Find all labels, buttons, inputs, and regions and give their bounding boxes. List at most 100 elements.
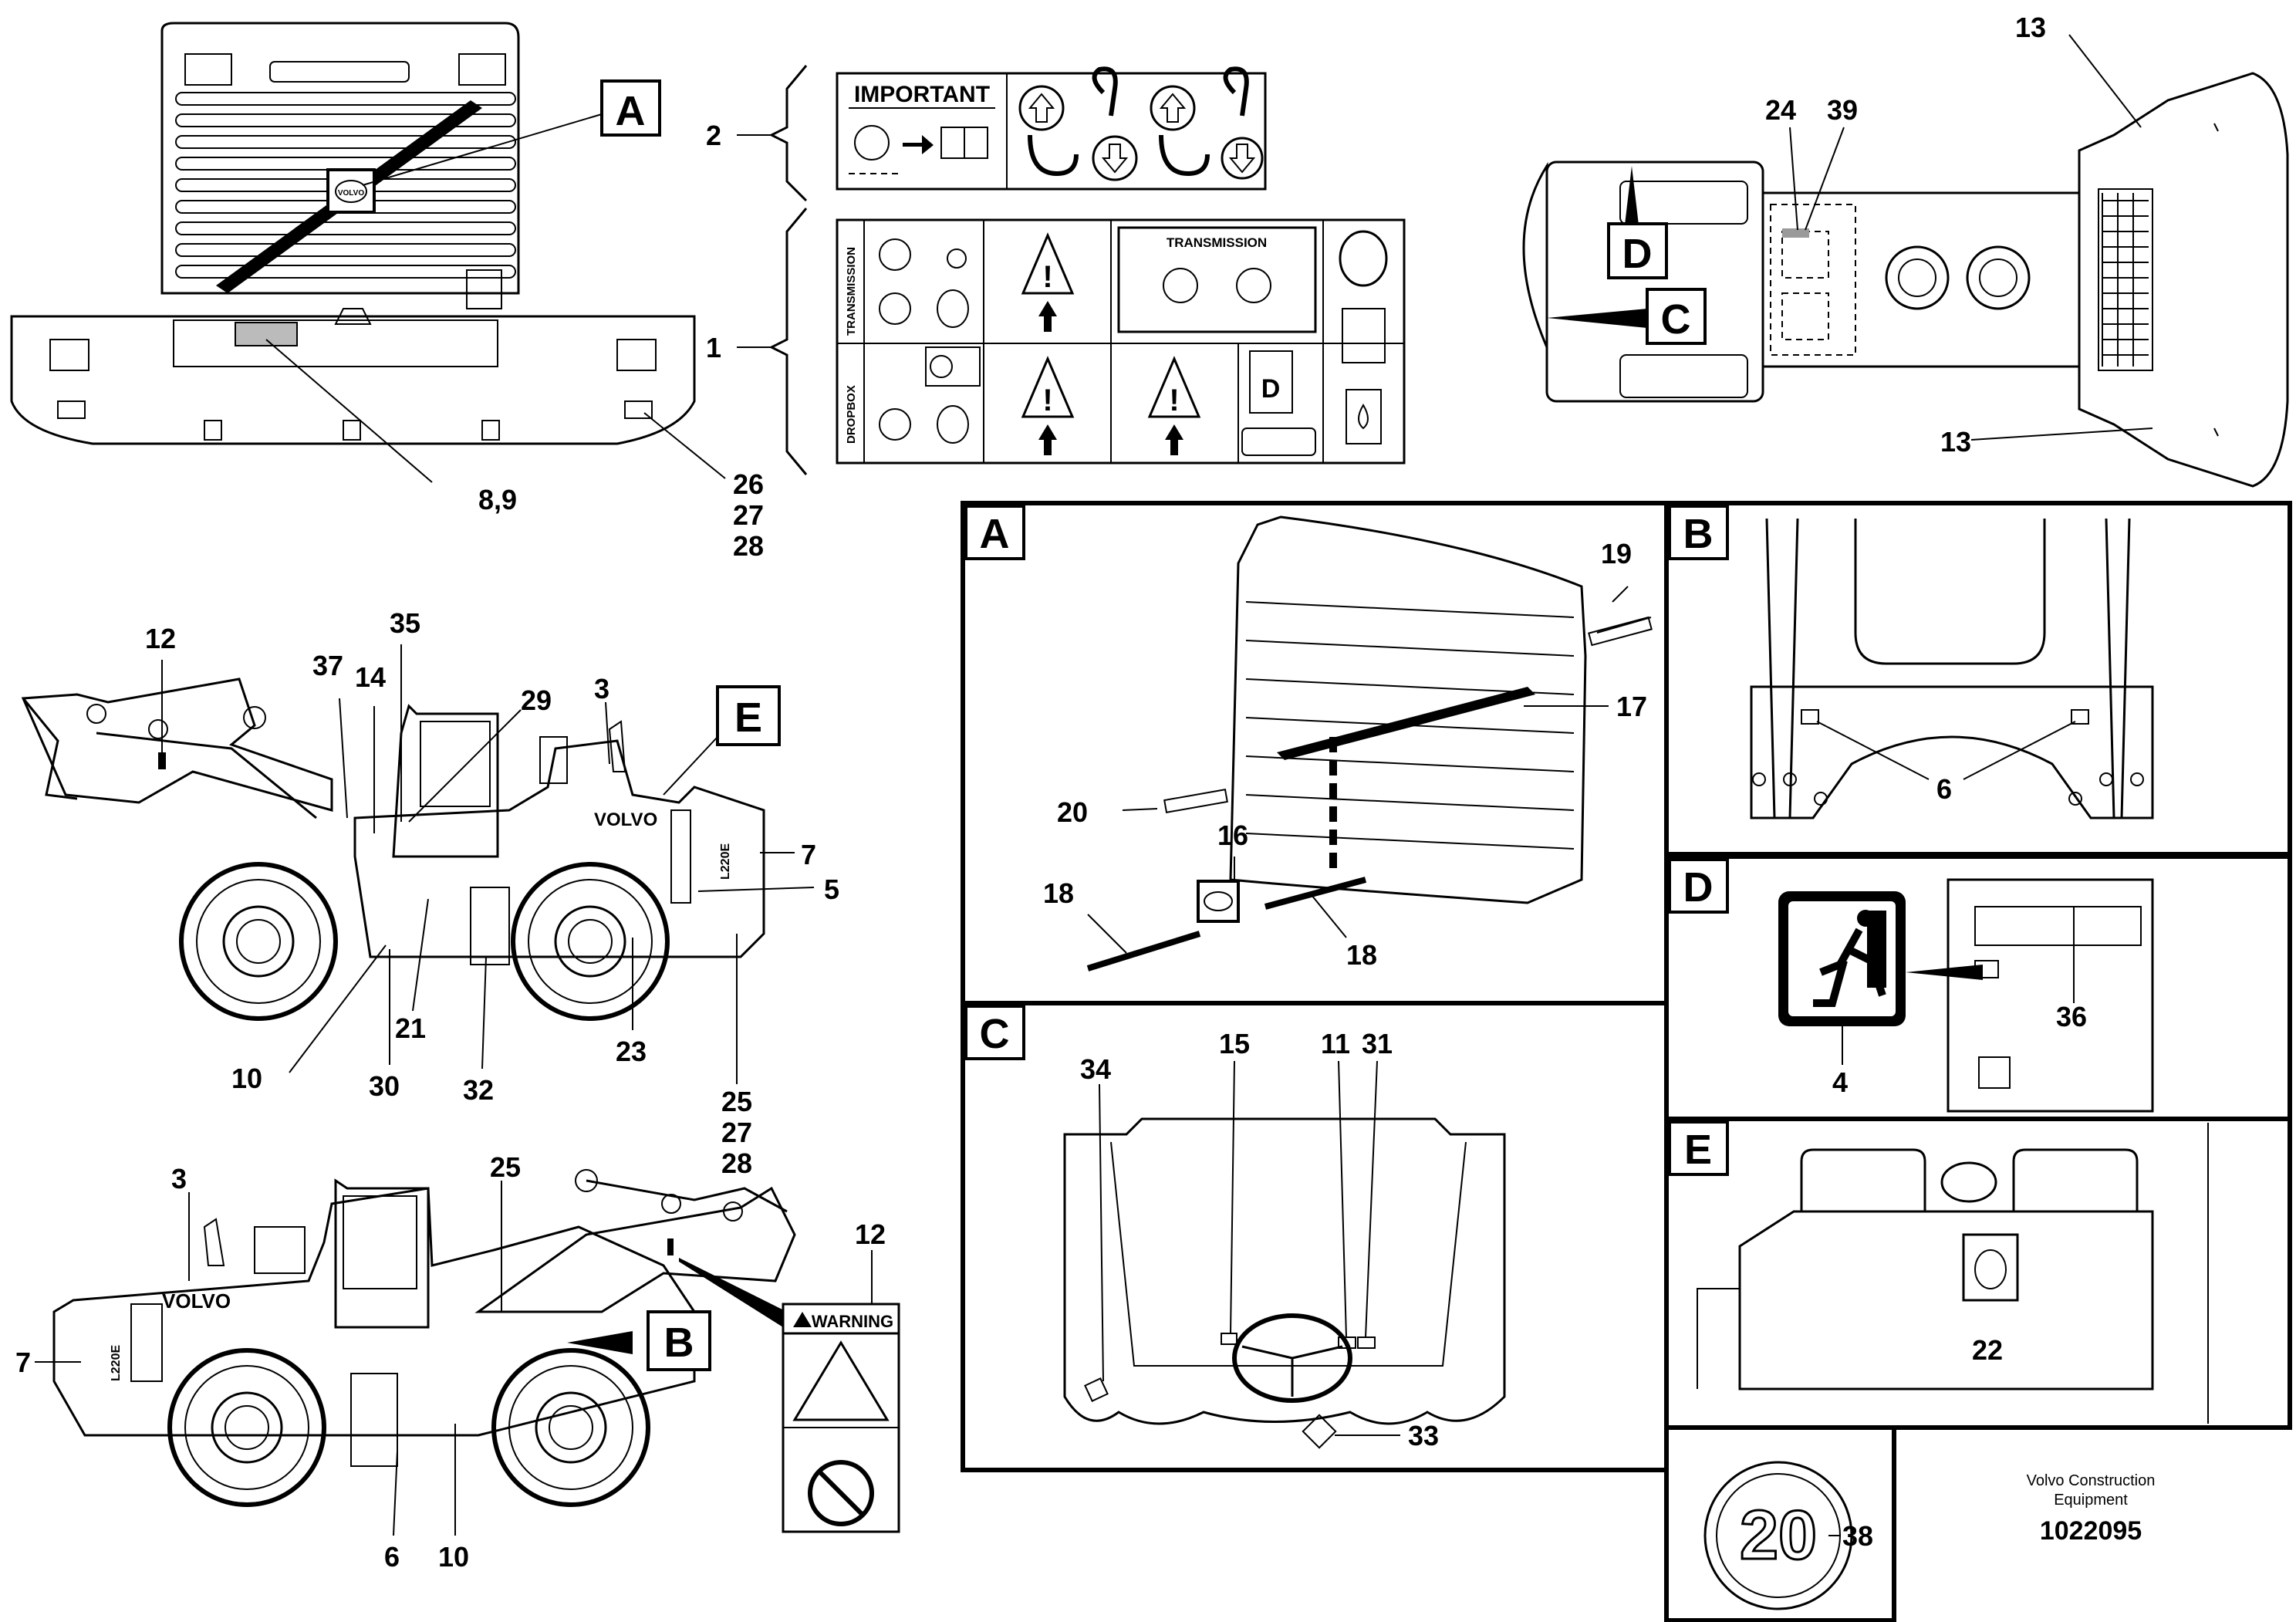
left-exhaust-stack xyxy=(608,720,626,772)
detail-C-decal-11 xyxy=(1338,1336,1356,1349)
dropbox-sun-icon xyxy=(930,355,953,378)
ref-26: 26 xyxy=(733,468,764,500)
warning-exclaim-3: ! xyxy=(1169,384,1179,417)
detail-B-bolt-2 xyxy=(1783,772,1797,786)
ref-25-right: 25 xyxy=(490,1151,521,1183)
detail-C-decal-31 xyxy=(1357,1336,1376,1349)
callout-B-label: B xyxy=(664,1320,694,1366)
brace-2 xyxy=(768,65,808,202)
arrow-B xyxy=(567,1331,633,1354)
left-pivot-3 xyxy=(148,719,168,739)
callout-B-box xyxy=(647,1310,711,1371)
detail-B: B 6 xyxy=(1664,501,2292,857)
ref-25-left: 25 xyxy=(721,1086,752,1117)
leader-29 xyxy=(408,709,522,823)
leader-A-front xyxy=(362,111,610,186)
ref-7-right: 7 xyxy=(15,1347,31,1378)
callout-C-box xyxy=(1646,288,1707,345)
transmission-box-text: TRANSMISSION xyxy=(1167,235,1267,250)
ref-31: 31 xyxy=(1362,1028,1393,1059)
brace-1 xyxy=(768,208,808,475)
no-entry-circle-icon xyxy=(808,1460,874,1526)
right-pivot-3 xyxy=(723,1201,743,1222)
ref-29: 29 xyxy=(521,684,552,716)
decal-1-frame xyxy=(836,218,1406,465)
ref-18a: 18 xyxy=(1043,877,1074,909)
ref-36: 36 xyxy=(2056,1001,2087,1032)
right-body xyxy=(52,1187,696,1437)
bolt-20-icon xyxy=(1163,789,1228,813)
speed-limit-sign-icon xyxy=(1703,1461,1853,1610)
transmission-gear-icon-1 xyxy=(879,238,911,271)
ref-16: 16 xyxy=(1217,819,1248,851)
top-dashed-inner-1 xyxy=(1781,231,1829,279)
top-decal-13-bottom xyxy=(2213,427,2219,437)
left-pivot-1 xyxy=(243,706,266,729)
detail-B-center-frame xyxy=(1854,519,2046,665)
arrow-down-glyph-2 xyxy=(1228,144,1256,174)
steering-wheel-icon xyxy=(1232,1313,1352,1403)
front-grille-top-slot xyxy=(269,61,410,83)
front-bumper-plate xyxy=(173,319,498,367)
left-model-text: L220E xyxy=(719,843,732,880)
leader-8-9 xyxy=(265,339,433,483)
detail-C-tag xyxy=(964,1005,1025,1060)
lifting-hook-icons xyxy=(1018,66,1264,181)
arrow-right-icon xyxy=(903,135,934,154)
right-rear-grille xyxy=(130,1303,163,1382)
right-boom xyxy=(474,1186,796,1313)
ref-24: 24 xyxy=(1765,94,1796,126)
arrow-down-circle-icon-1 xyxy=(1092,135,1138,181)
warning-decal xyxy=(782,1303,900,1533)
callout-E-box xyxy=(716,685,781,746)
detail-A-tag xyxy=(964,505,1025,560)
detail-B-bolt-3 xyxy=(1814,792,1828,806)
detail-B-label: B xyxy=(1683,511,1714,557)
leader-11 xyxy=(1338,1060,1347,1338)
detail-D-small-box xyxy=(1978,1056,2011,1089)
ref-3-right: 3 xyxy=(171,1163,187,1195)
detail-D-label: D xyxy=(1683,864,1714,911)
leader-21 xyxy=(412,898,429,1012)
top-front-frame xyxy=(1545,161,1764,403)
left-decal-12 xyxy=(158,752,166,769)
detail-C-decal-34 xyxy=(1084,1377,1109,1402)
ref-7-left: 7 xyxy=(801,839,816,870)
detail-E: E 22 xyxy=(1664,1117,2292,1430)
warning-exclaim-2: ! xyxy=(1042,384,1052,417)
detail-E-tank xyxy=(1738,1210,2154,1391)
detail-D-cab-panel xyxy=(1947,878,2154,1113)
front-side-box xyxy=(466,269,502,309)
left-cab xyxy=(392,704,499,858)
coolant-level-icon xyxy=(1342,308,1386,363)
ref-10-right: 10 xyxy=(438,1541,469,1573)
top-rear-grille xyxy=(2098,188,2153,371)
bolt-19-icon xyxy=(1588,616,1653,647)
callout-A-label: A xyxy=(616,88,646,134)
left-cab-window xyxy=(420,721,491,807)
callout-E-label: E xyxy=(734,694,762,741)
left-rear-wheel xyxy=(511,862,670,1021)
fuel-pump-icon xyxy=(1249,350,1293,414)
warning-small-triangle-icon xyxy=(793,1312,812,1327)
leader-3-left xyxy=(605,701,610,765)
top-bucket xyxy=(1522,161,1548,348)
left-boom xyxy=(21,678,333,812)
detail-E-tank-left-lobe xyxy=(1800,1148,1926,1211)
front-headlight-right xyxy=(616,339,657,371)
side-view-right: VOLVO L220E B xyxy=(15,1151,900,1573)
detail-B-decal-left xyxy=(1801,709,1819,725)
leader-15 xyxy=(1230,1060,1235,1334)
front-volvo-badge-text: VOLVO xyxy=(338,189,364,198)
detail-A-stripe xyxy=(1277,687,1535,760)
ref-22: 22 xyxy=(1972,1334,2003,1366)
fuel-diesel-letter: D xyxy=(1261,374,1281,404)
leader-39 xyxy=(1805,127,1845,231)
left-body xyxy=(353,739,765,958)
top-wheel-hub-1 xyxy=(1885,245,1950,310)
warning-leader-wedge xyxy=(679,1258,787,1327)
dropbox-gear-icon xyxy=(879,408,911,441)
ref-14: 14 xyxy=(355,661,386,693)
dropbox-level-box xyxy=(925,346,981,387)
decal-sheets: 2 1 IMPORTANT xyxy=(706,65,1406,475)
